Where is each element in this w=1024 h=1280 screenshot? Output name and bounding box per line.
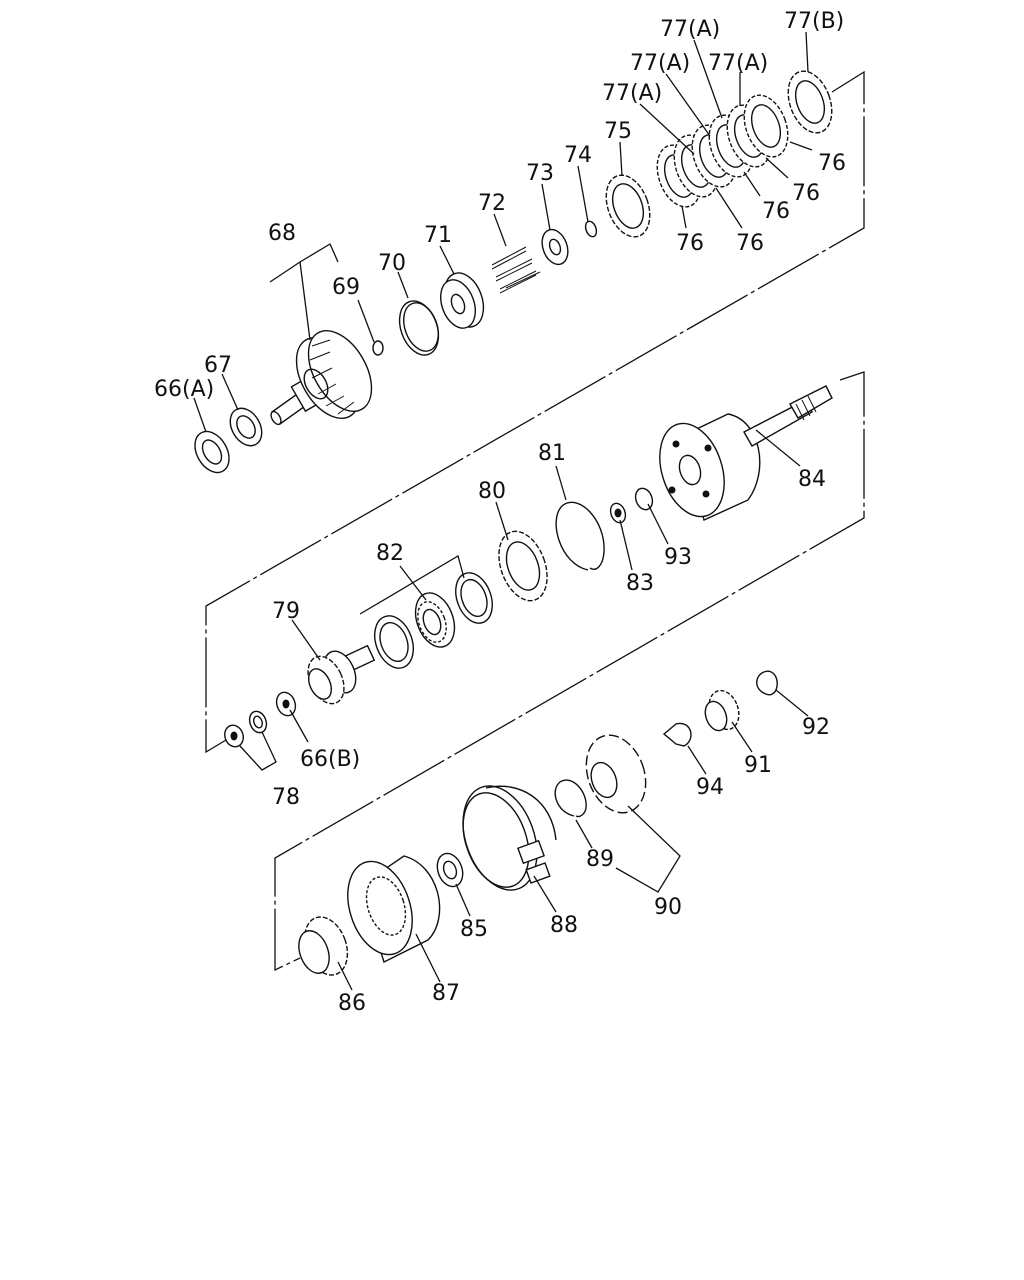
nut-78a: [224, 724, 244, 748]
callout-66b: 66(B): [300, 747, 360, 772]
callout-70: 70: [378, 251, 406, 276]
callout-81: 81: [538, 441, 566, 466]
clip-94: [662, 722, 692, 747]
callout-77b: 77(B): [784, 9, 844, 34]
callout-92: 92: [802, 715, 830, 740]
callout-71: 71: [424, 223, 452, 248]
callout-75: 75: [604, 119, 632, 144]
ring-92: [756, 670, 778, 696]
retainer-73: [541, 228, 569, 266]
drum-87: [347, 855, 441, 963]
section-frames: [205, 70, 865, 972]
callout-76-2: 76: [736, 231, 764, 256]
callout-87: 87: [432, 981, 460, 1006]
band-88: [462, 785, 557, 891]
callout-84: 84: [798, 467, 826, 492]
plate-77b: [787, 70, 833, 134]
piston-71: [440, 272, 485, 329]
washer-78b: [248, 710, 268, 734]
callout-94: 94: [696, 775, 724, 800]
clutch-pack-76-77: [656, 94, 789, 208]
callout-86: 86: [338, 991, 366, 1016]
gear-80: [498, 530, 548, 602]
washer-66a: [194, 430, 230, 474]
callout-77a-1: 77(A): [602, 81, 662, 106]
callout-83: 83: [626, 571, 654, 596]
callout-76-4: 76: [792, 181, 820, 206]
washer-85: [436, 852, 464, 888]
callout-76-1: 76: [676, 231, 704, 256]
callout-77a-2: 77(A): [630, 51, 690, 76]
callout-72: 72: [478, 191, 506, 216]
seal-ring-70: [398, 300, 440, 356]
leader-lines: [193, 31, 813, 991]
callout-68: 68: [268, 221, 296, 246]
gear-86: [298, 916, 349, 976]
springs-72: [491, 246, 541, 294]
callout-77a-3: 77(A): [660, 17, 720, 42]
ring-69: [372, 340, 384, 356]
callout-78: 78: [272, 785, 300, 810]
callout-93: 93: [664, 545, 692, 570]
washer-83: [609, 502, 627, 524]
bearing-race-82b: [455, 572, 493, 624]
callout-76-5: 76: [818, 151, 846, 176]
gear-91: [704, 689, 740, 732]
callout-89: 89: [586, 847, 614, 872]
washer-67: [229, 407, 263, 447]
callout-74: 74: [564, 143, 592, 168]
snap-ring-89: [554, 779, 587, 818]
callout-88: 88: [550, 913, 578, 938]
callout-85: 85: [460, 917, 488, 942]
callout-90: 90: [654, 895, 682, 920]
callout-91: 91: [744, 753, 772, 778]
snap-ring-81: [555, 501, 605, 571]
shaft-gear-68: [270, 330, 373, 426]
callout-73: 73: [526, 161, 554, 186]
gear-79: [307, 644, 376, 705]
washer-66b: [275, 691, 297, 717]
callout-67: 67: [204, 353, 232, 378]
callout-82: 82: [376, 541, 404, 566]
callout-77a-4: 77(A): [708, 51, 768, 76]
washer-93: [634, 487, 654, 511]
bearing-race-82a: [374, 615, 414, 669]
callout-80: 80: [478, 479, 506, 504]
sprag-90: [585, 734, 647, 814]
callout-69: 69: [332, 275, 360, 300]
bearing-82: [414, 592, 456, 648]
planet-carrier-84: [659, 385, 833, 521]
callout-76-3: 76: [762, 199, 790, 224]
plate-75: [605, 174, 651, 238]
snap-ring-74: [584, 220, 598, 238]
callout-79: 79: [272, 599, 300, 624]
callouts: 66(A) 67 68 69 70 71 72 73 74 75 77(A) 7…: [154, 9, 846, 1016]
callout-66a: 66(A): [154, 377, 214, 402]
